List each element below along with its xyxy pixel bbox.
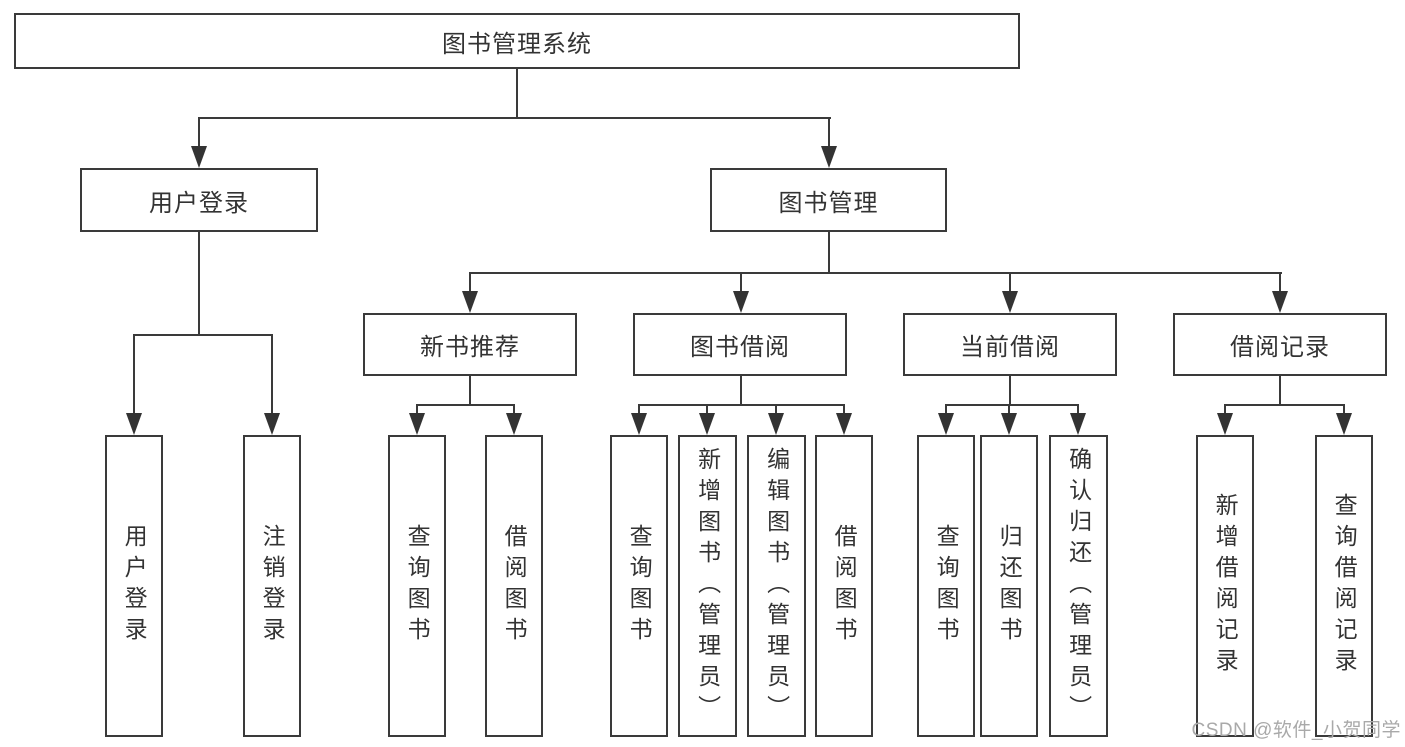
leaf-add-borrow-record: 新增借阅记录 xyxy=(1196,435,1254,737)
arrow-g4c2-icon xyxy=(1336,413,1352,435)
connector-g2-down xyxy=(740,375,742,406)
connector-book-branch-stem xyxy=(828,231,830,273)
leaf-return-book-label: 归还图书 xyxy=(996,524,1023,648)
node-new-book-recommend: 新书推荐 xyxy=(363,313,577,376)
arrow-g2c2-icon xyxy=(699,413,715,435)
arrow-g3c2-icon xyxy=(1001,413,1017,435)
connector-g2c3-stem xyxy=(775,404,777,415)
leaf-borrow-query-book: 查询图书 xyxy=(610,435,668,737)
connector-g3-down xyxy=(1009,375,1011,406)
connector-user-child2-stem xyxy=(271,334,273,415)
connector-book-stem xyxy=(828,117,830,148)
arrow-g3c1-icon xyxy=(938,413,954,435)
leaf-confirm-return-admin-label: 确认归还（管理员） xyxy=(1065,446,1092,726)
leaf-current-query-book-label: 查询图书 xyxy=(933,524,960,648)
node-user-login: 用户登录 xyxy=(80,168,318,232)
connector-g2c2-stem xyxy=(706,404,708,415)
arrow-g1c1-icon xyxy=(409,413,425,435)
leaf-recommend-borrow-book-label: 借阅图书 xyxy=(501,524,528,648)
arrow-g1c2-icon xyxy=(506,413,522,435)
connector-g2c4-stem xyxy=(843,404,845,415)
leaf-query-borrow-record: 查询借阅记录 xyxy=(1315,435,1373,737)
connector-user-child1-stem xyxy=(133,334,135,415)
leaf-borrow-query-book-label: 查询图书 xyxy=(626,524,653,648)
arrow-g4c1-icon xyxy=(1217,413,1233,435)
connector-g1-down xyxy=(469,375,471,406)
node-user-login-label: 用户登录 xyxy=(149,189,249,217)
leaf-borrow-book: 借阅图书 xyxy=(815,435,873,737)
connector-user-stem xyxy=(198,117,200,148)
node-current-borrow-label: 当前借阅 xyxy=(960,334,1060,361)
node-book-management-label: 图书管理 xyxy=(778,189,879,217)
leaf-user-login-label: 用户登录 xyxy=(121,524,148,648)
arrow-book-management-icon xyxy=(821,146,837,168)
leaf-logout-label: 注销登录 xyxy=(259,524,286,648)
arrow-user-child1-icon xyxy=(126,413,142,435)
connector-group4-stem xyxy=(1279,272,1281,293)
leaf-confirm-return-admin: 确认归还（管理员） xyxy=(1049,435,1108,737)
arrow-group1-icon xyxy=(462,291,478,313)
connector-level2-rail xyxy=(198,117,831,119)
node-borrow-records: 借阅记录 xyxy=(1173,313,1387,376)
leaf-user-login: 用户登录 xyxy=(105,435,163,737)
connector-g4c2-stem xyxy=(1343,404,1345,415)
arrow-g3c3-icon xyxy=(1070,413,1086,435)
leaf-edit-book-admin: 编辑图书（管理员） xyxy=(747,435,806,737)
connector-g4c1-stem xyxy=(1224,404,1226,415)
leaf-current-query-book: 查询图书 xyxy=(917,435,975,737)
arrow-group4-icon xyxy=(1272,291,1288,313)
node-book-management: 图书管理 xyxy=(710,168,947,232)
node-borrow-records-label: 借阅记录 xyxy=(1230,334,1330,361)
connector-g2-rail xyxy=(638,404,845,406)
arrow-g2c4-icon xyxy=(836,413,852,435)
connector-g3c1-stem xyxy=(945,404,947,415)
node-book-borrow-label: 图书借阅 xyxy=(690,334,790,361)
leaf-add-book-admin: 新增图书（管理员） xyxy=(678,435,737,737)
leaf-edit-book-admin-label: 编辑图书（管理员） xyxy=(763,446,790,726)
watermark: CSDN @软件_小贺同学 xyxy=(1191,720,1401,741)
leaf-recommend-query-book-label: 查询图书 xyxy=(404,524,431,648)
connector-g1-rail xyxy=(416,404,515,406)
leaf-return-book: 归还图书 xyxy=(980,435,1038,737)
node-book-borrow: 图书借阅 xyxy=(633,313,847,376)
connector-group1-stem xyxy=(469,272,471,293)
connector-group3-stem xyxy=(1009,272,1011,293)
connector-user-branch-rail xyxy=(133,334,273,336)
arrow-g2c3-icon xyxy=(768,413,784,435)
arrow-group3-icon xyxy=(1002,291,1018,313)
connector-g3c3-stem xyxy=(1077,404,1079,415)
connector-g1c2-stem xyxy=(513,404,515,415)
leaf-logout: 注销登录 xyxy=(243,435,301,737)
connector-group2-stem xyxy=(740,272,742,293)
connector-g3c2-stem xyxy=(1008,404,1010,415)
arrow-g2c1-icon xyxy=(631,413,647,435)
connector-g4-rail xyxy=(1224,404,1344,406)
connector-g2c1-stem xyxy=(638,404,640,415)
connector-user-branch-stem xyxy=(198,231,200,336)
connector-g1c1-stem xyxy=(416,404,418,415)
leaf-add-borrow-record-label: 新增借阅记录 xyxy=(1212,493,1239,679)
node-new-book-recommend-label: 新书推荐 xyxy=(420,334,520,361)
arrow-group2-icon xyxy=(733,291,749,313)
connector-g4-down xyxy=(1279,375,1281,406)
arrow-user-child2-icon xyxy=(264,413,280,435)
arrow-user-login-icon xyxy=(191,146,207,168)
leaf-query-borrow-record-label: 查询借阅记录 xyxy=(1331,493,1358,679)
connector-root-stem xyxy=(516,68,518,119)
leaf-add-book-admin-label: 新增图书（管理员） xyxy=(694,446,721,726)
connector-level3-rail xyxy=(469,272,1282,274)
leaf-recommend-query-book: 查询图书 xyxy=(388,435,446,737)
connector-g3-rail xyxy=(945,404,1079,406)
leaf-recommend-borrow-book: 借阅图书 xyxy=(485,435,543,737)
node-current-borrow: 当前借阅 xyxy=(903,313,1117,376)
node-root: 图书管理系统 xyxy=(14,13,1020,69)
leaf-borrow-book-label: 借阅图书 xyxy=(831,524,858,648)
node-root-label: 图书管理系统 xyxy=(442,30,592,58)
